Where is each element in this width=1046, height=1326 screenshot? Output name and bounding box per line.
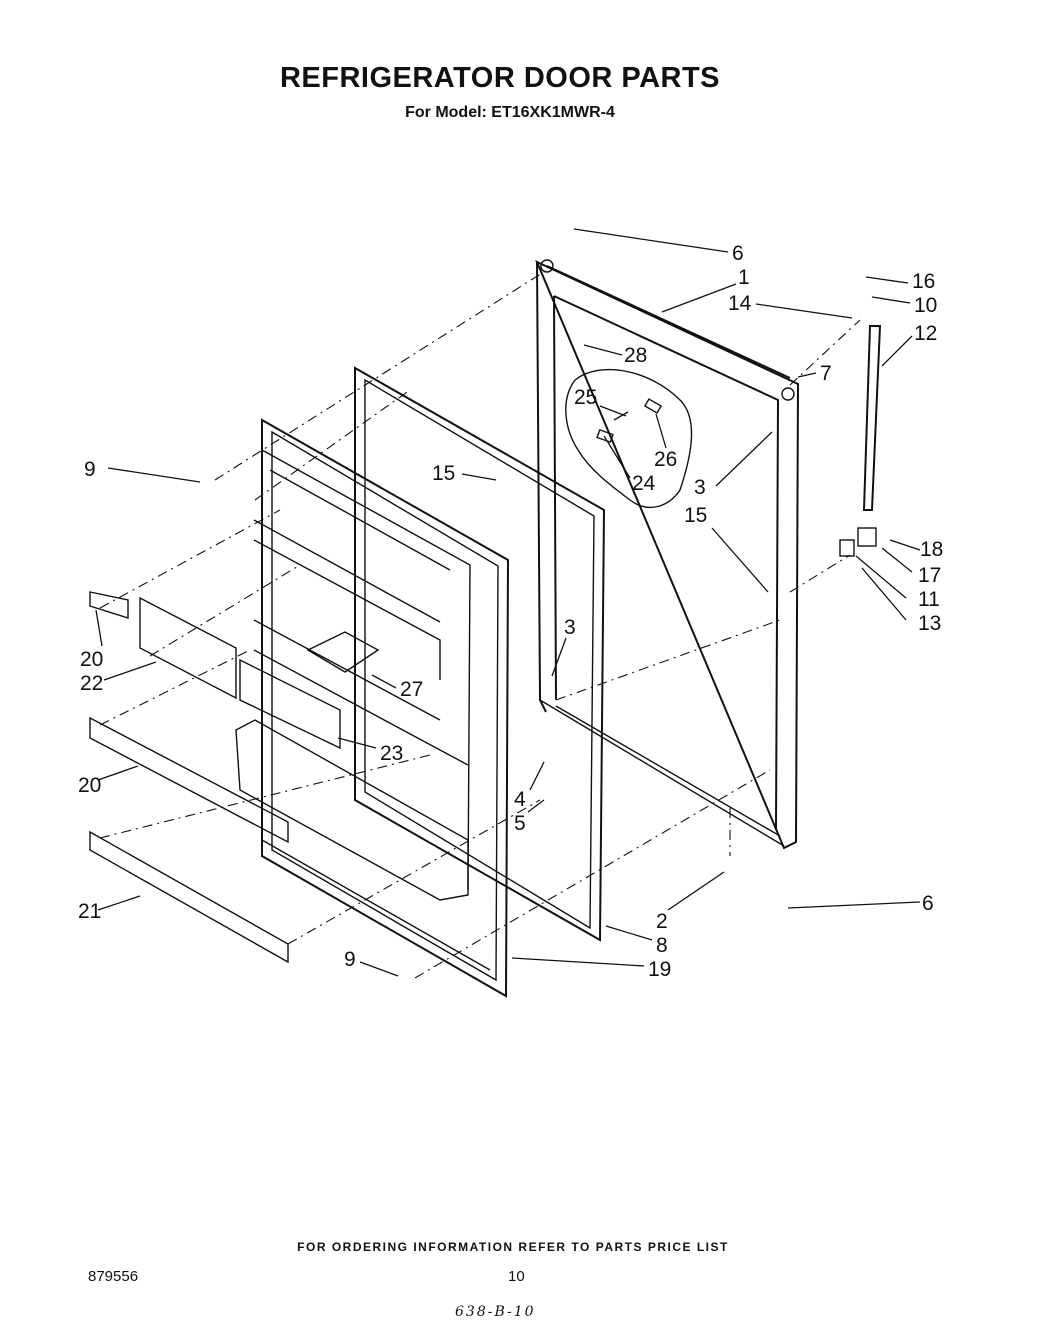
callout-11: 11 xyxy=(918,588,940,611)
callout-21: 21 xyxy=(78,900,101,923)
callout-20-top: 20 xyxy=(80,648,103,671)
callout-leaders xyxy=(95,228,921,977)
callout-18: 18 xyxy=(920,538,943,561)
door-gasket xyxy=(354,366,606,942)
callout-4: 4 xyxy=(514,788,526,811)
callout-6-bottom: 6 xyxy=(922,892,934,915)
callout-28: 28 xyxy=(624,344,647,367)
shelf-rail-20-top xyxy=(89,591,129,619)
callout-20-bottom: 20 xyxy=(78,774,101,797)
callout-13: 13 xyxy=(918,612,941,635)
callout-3-left: 3 xyxy=(564,616,576,639)
callout-3-right: 3 xyxy=(694,476,706,499)
part-26 xyxy=(643,398,663,414)
bin-22 xyxy=(139,596,237,700)
bin-23 xyxy=(239,658,341,750)
page-number: 10 xyxy=(508,1268,525,1285)
callout-14: 14 xyxy=(728,292,752,315)
callout-1: 1 xyxy=(738,266,750,289)
callout-22: 22 xyxy=(80,672,103,695)
callout-9-top: 9 xyxy=(84,458,96,481)
callout-25: 25 xyxy=(574,386,597,409)
callout-2: 2 xyxy=(656,910,668,933)
callout-5: 5 xyxy=(514,812,526,835)
callout-6-top: 6 xyxy=(732,242,744,265)
callout-26: 26 xyxy=(654,448,677,471)
callout-9-bottom: 9 xyxy=(344,948,356,971)
callout-15-right: 15 xyxy=(684,504,707,527)
handwritten-code: 638-B-10 xyxy=(455,1304,536,1320)
insulation-cutout xyxy=(565,368,693,509)
callout-7: 7 xyxy=(820,362,832,385)
page-title: REFRIGERATOR DOOR PARTS xyxy=(279,62,721,94)
callout-10: 10 xyxy=(914,294,937,317)
document-number: 879556 xyxy=(88,1268,139,1285)
part-24 xyxy=(596,428,614,444)
hinge-bar-12 xyxy=(862,325,882,511)
shelf-20-bottom xyxy=(89,716,289,844)
callout-15-left: 15 xyxy=(432,462,455,485)
callout-16: 16 xyxy=(912,270,935,293)
callout-8: 8 xyxy=(656,934,668,957)
callout-17: 17 xyxy=(918,564,941,587)
callout-27: 27 xyxy=(400,678,423,701)
model-subtitle: For Model: ET16XK1MWR-4 xyxy=(405,104,615,121)
callout-24: 24 xyxy=(632,472,656,495)
shelf-21 xyxy=(89,830,289,964)
callout-19: 19 xyxy=(648,958,671,981)
inner-door-liner xyxy=(235,418,510,998)
callout-23: 23 xyxy=(380,742,403,765)
hinge-13 xyxy=(857,527,877,547)
callout-12: 12 xyxy=(914,322,937,345)
ordering-note: FOR ORDERING INFORMATION REFER TO PARTS … xyxy=(297,1240,729,1254)
hinge-11 xyxy=(839,539,855,557)
outer-door-panel xyxy=(535,259,800,850)
